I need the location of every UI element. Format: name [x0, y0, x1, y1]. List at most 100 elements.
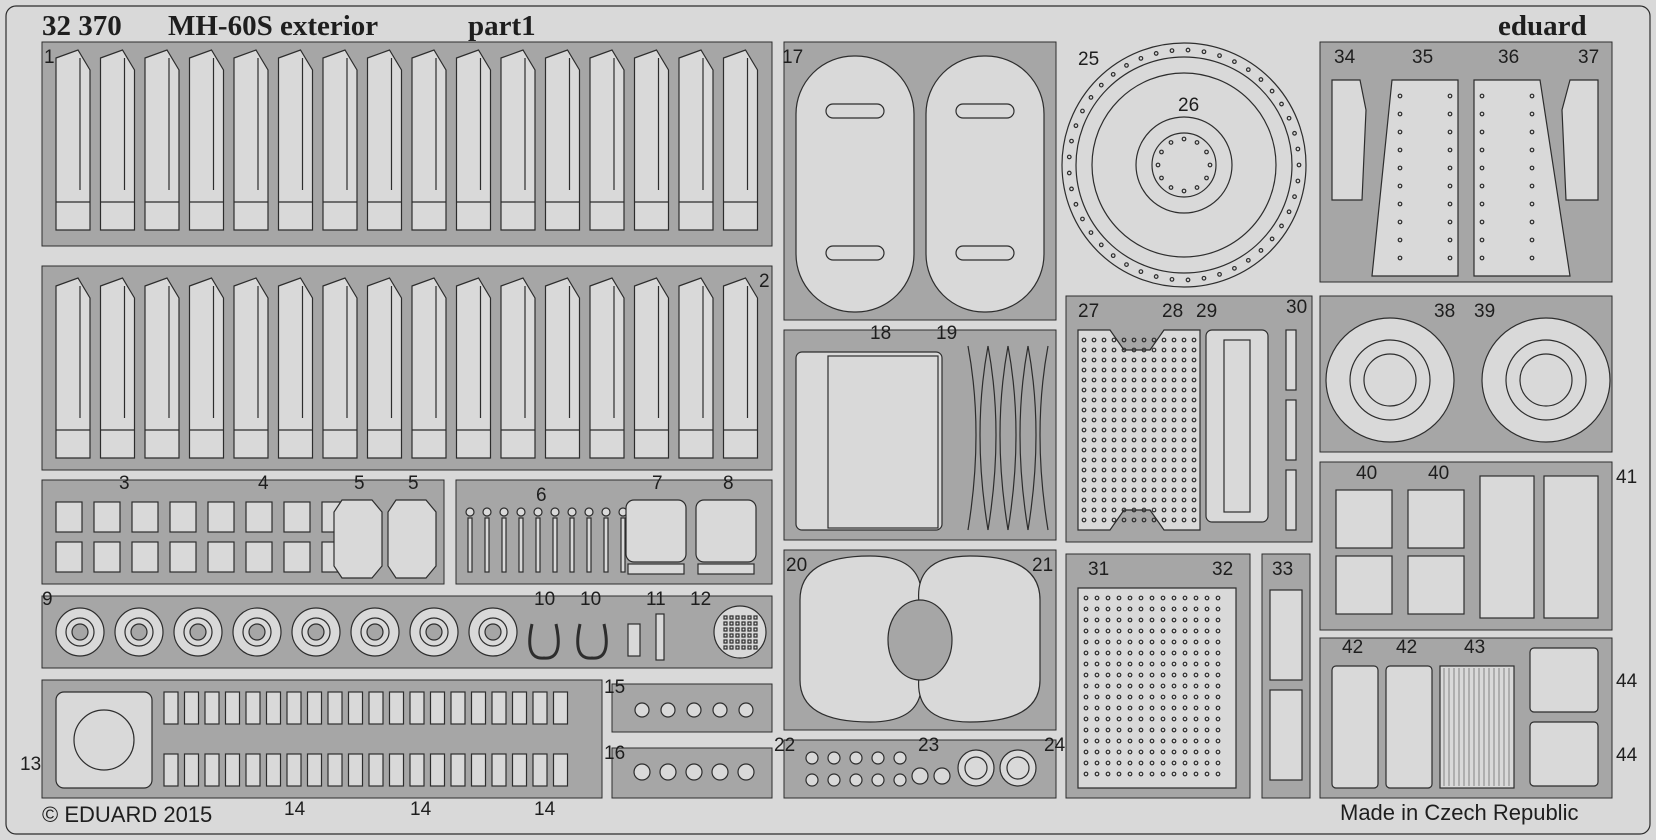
rivet-part-25 [1169, 48, 1175, 54]
rivet-part-27-28 [1161, 357, 1167, 363]
rivet-part-27-28 [1121, 417, 1127, 423]
rivet-part-31-32 [1105, 749, 1111, 755]
mesh-part-43 [1439, 665, 1515, 789]
hole-part-38-39 [1363, 353, 1417, 407]
grille-cell-part-12 [723, 639, 728, 644]
washer-hole-part-9 [366, 623, 384, 641]
rivet-part-31-32 [1105, 738, 1111, 744]
rivet-part-27-28 [1131, 517, 1137, 523]
rivet-part-31-32 [1215, 617, 1221, 623]
strip-part-2-outline [544, 277, 581, 459]
rivet-part-27-28 [1101, 507, 1107, 513]
rivet-part-27-28 [1111, 507, 1117, 513]
rivet-part-27-28 [1101, 487, 1107, 493]
rivet-part-27-28 [1151, 477, 1157, 483]
rivet-part-35 [1447, 93, 1453, 99]
rivet-part-27-28 [1101, 497, 1107, 503]
rivet-part-31-32 [1116, 771, 1122, 777]
rivet-part-27-28 [1121, 427, 1127, 433]
rivet-part-27-28 [1161, 477, 1167, 483]
rivet-part-31-32 [1215, 639, 1221, 645]
rivet-part-31-32 [1215, 727, 1221, 733]
rivet-part-31-32 [1083, 705, 1089, 711]
strip-part-1 [678, 49, 714, 231]
rivet-part-31-32 [1204, 672, 1210, 678]
rivet-part-27-28 [1151, 427, 1157, 433]
rivet-part-25 [1124, 262, 1129, 267]
rivet-part-27-28 [1161, 487, 1167, 493]
flap-part-14 [429, 691, 446, 725]
rivet-part-31-32 [1160, 606, 1166, 612]
rivet-part-31-32 [1204, 628, 1210, 634]
rivet-part-31-32 [1127, 606, 1133, 612]
rivet-part-27-28 [1101, 337, 1107, 343]
part-number-6: 6 [536, 485, 547, 506]
rivet-part-31-32 [1193, 639, 1199, 645]
rivet-part-35 [1447, 219, 1453, 225]
part-number-40b: 40 [1428, 463, 1450, 484]
part-number-26: 26 [1178, 95, 1200, 116]
rivet-part-27-28 [1081, 417, 1087, 423]
grille-cell-part-12 [747, 615, 752, 620]
panel-part-37 [1561, 79, 1599, 201]
rivet-part-31-32 [1171, 661, 1177, 667]
grille-cell-part-12 [735, 621, 740, 626]
rivet-part-31-32 [1083, 595, 1089, 601]
strip-part-2-outline [233, 277, 269, 459]
plate-part-40 [1407, 555, 1465, 615]
grille-cell-part-12 [735, 645, 740, 650]
part-number-43: 43 [1464, 637, 1486, 658]
rivet-part-25 [1066, 154, 1072, 160]
rivet-part-27-28 [1131, 357, 1137, 363]
origin-text: Made in Czech Republic [1340, 800, 1579, 825]
part-number-12: 12 [690, 589, 712, 610]
rivet-part-31-32 [1171, 606, 1177, 612]
part-number-31: 31 [1088, 559, 1110, 580]
part-number-32: 32 [1212, 559, 1234, 580]
rivet-part-27-28 [1141, 377, 1147, 383]
rivet-part-27-28 [1171, 497, 1177, 503]
rivet-part-31-32 [1193, 672, 1199, 678]
box-part-7-8 [695, 499, 757, 563]
rivet-part-31-32 [1094, 749, 1100, 755]
rivet-part-27-28 [1081, 497, 1087, 503]
rivet-part-27-28 [1161, 457, 1167, 463]
rivet-part-36 [1479, 255, 1485, 261]
ring-part-22 [849, 751, 863, 765]
pin-part-6 [518, 517, 524, 573]
pin-head-part-6 [465, 507, 475, 517]
rivet-part-31-32 [1138, 771, 1144, 777]
rivet-part-27-28 [1081, 447, 1087, 453]
rivet-part-31-32 [1215, 672, 1221, 678]
flap-part-14 [450, 753, 466, 787]
rivet-part-27-28 [1181, 357, 1187, 363]
rivet-part-36 [1529, 165, 1535, 171]
rivet-part-31-32 [1204, 606, 1210, 612]
rivet-part-31-32 [1094, 760, 1100, 766]
rivet-part-31-32 [1182, 650, 1188, 656]
part-number-2: 2 [759, 271, 770, 292]
plate-part-41 [1543, 475, 1599, 619]
grille-cell-part-12 [747, 645, 752, 650]
rivet-part-26 [1181, 188, 1187, 194]
rivet-part-27-28 [1151, 467, 1157, 473]
strip-part-1 [366, 49, 403, 231]
rivet-part-27-28 [1181, 377, 1187, 383]
rivet-part-27-28 [1091, 517, 1097, 523]
rivet-part-27-28 [1131, 367, 1137, 373]
grille-cell-part-12 [723, 645, 728, 650]
rivet-part-25 [1292, 130, 1297, 136]
rivet-part-27-28 [1181, 347, 1187, 353]
rivet-part-31-32 [1149, 738, 1155, 744]
rivet-part-31-32 [1193, 716, 1199, 722]
tab-part-3-4 [283, 541, 311, 573]
part-number-44a: 44 [1616, 671, 1638, 692]
rivet-part-31-32 [1105, 606, 1111, 612]
rivet-part-27-28 [1121, 397, 1127, 403]
rivet-part-27-28 [1131, 347, 1137, 353]
grille-cell-part-12 [735, 627, 740, 632]
rivet-part-35 [1447, 147, 1453, 153]
strip-part-2 [233, 277, 269, 459]
rivet-part-27-28 [1131, 447, 1137, 453]
